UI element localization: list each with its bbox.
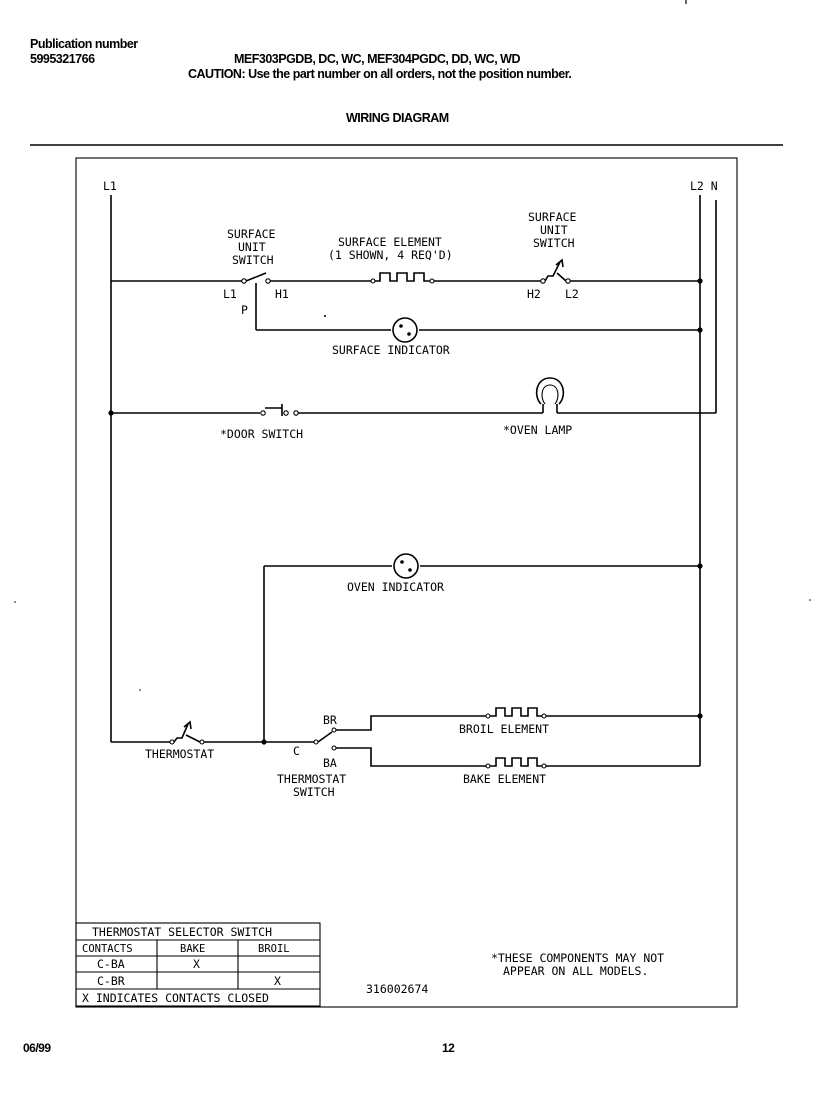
- surface-element-symbol: [375, 272, 430, 282]
- table-header-broil: BROIL: [258, 943, 290, 955]
- oven-indicator-lamp: [393, 553, 419, 579]
- terminal-ba: BA: [323, 756, 337, 770]
- table-footer: X INDICATES CONTACTS CLOSED: [82, 991, 269, 1005]
- page-number: 12: [442, 1041, 455, 1055]
- diagram-number: 316002674: [366, 982, 428, 996]
- footer-date: 06/99: [23, 1041, 51, 1055]
- lamp-circuit: [108, 377, 716, 416]
- broil-element-label: BROIL ELEMENT: [459, 722, 549, 736]
- diagram-frame: [75, 157, 738, 1008]
- terminal-c: C: [293, 744, 300, 758]
- oven-lamp-label: *OVEN LAMP: [503, 423, 572, 437]
- thermostat-switch-label-1: THERMOSTAT: [277, 772, 346, 786]
- publication-number: 5995321766: [30, 52, 95, 66]
- page-title: WIRING DIAGRAM: [346, 111, 449, 125]
- table-header-bake: BAKE: [180, 943, 205, 955]
- caution-text: CAUTION: Use the part number on all orde…: [188, 67, 572, 81]
- bake-element-symbol: [490, 757, 542, 767]
- surface-switch-left-label-3: SWITCH: [232, 253, 274, 267]
- thermostat-switch-label-2: SWITCH: [293, 785, 335, 799]
- table-title: THERMOSTAT SELECTOR SWITCH: [92, 925, 272, 939]
- note-line-1: *THESE COMPONENTS MAY NOT: [491, 951, 664, 965]
- surface-switch-right-label-3: SWITCH: [533, 236, 575, 250]
- surface-element-qty: (1 SHOWN, 4 REQ'D): [328, 248, 453, 262]
- door-switch-label: *DOOR SWITCH: [220, 427, 303, 441]
- thermostat-switch-symbol: [317, 731, 333, 743]
- table-cell-broil: X: [274, 974, 281, 988]
- note-line-2: APPEAR ON ALL MODELS.: [503, 964, 648, 978]
- table-cell-contact: C-BR: [97, 974, 125, 988]
- surface-indicator-lamp: [392, 317, 418, 343]
- selector-switch-table: [75, 922, 321, 1007]
- oven-indicator-label: OVEN INDICATOR: [347, 580, 444, 594]
- surface-switch-right-label-2: UNIT: [540, 223, 568, 237]
- publication-label: Publication number: [30, 37, 138, 51]
- terminal-p: P: [241, 303, 248, 317]
- thermostat-label: THERMOSTAT: [145, 747, 214, 761]
- broil-element-symbol: [490, 707, 542, 717]
- table-cell-bake: X: [193, 957, 200, 971]
- terminal-l1: L1: [103, 179, 117, 193]
- oven-circuit: [111, 553, 703, 769]
- surface-circuit: [111, 258, 703, 343]
- terminal-l1-switch: L1: [223, 287, 237, 301]
- table-cell-contact: C-BA: [97, 957, 125, 971]
- surface-element-label: SURFACE ELEMENT: [338, 235, 442, 249]
- table-header-contacts: CONTACTS: [82, 943, 133, 955]
- surface-switch-right-symbol: [544, 258, 564, 282]
- bake-element-label: BAKE ELEMENT: [463, 772, 546, 786]
- thermostat-symbol: [173, 720, 192, 743]
- surface-indicator-label: SURFACE INDICATOR: [332, 343, 450, 357]
- model-numbers: MEF303PGDB, DC, WC, MEF304PGDC, DD, WC, …: [234, 52, 520, 66]
- surface-switch-left-label-1: SURFACE: [227, 227, 276, 241]
- terminal-br: BR: [323, 713, 337, 727]
- surface-switch-right-label-1: SURFACE: [528, 210, 577, 224]
- surface-switch-left-label-2: UNIT: [238, 240, 266, 254]
- terminal-h2: H2: [527, 287, 541, 301]
- terminal-h1: H1: [275, 287, 289, 301]
- terminal-l2n: L2 N: [690, 179, 718, 193]
- terminal-l2: L2: [565, 287, 579, 301]
- oven-lamp-bulb: [535, 377, 565, 405]
